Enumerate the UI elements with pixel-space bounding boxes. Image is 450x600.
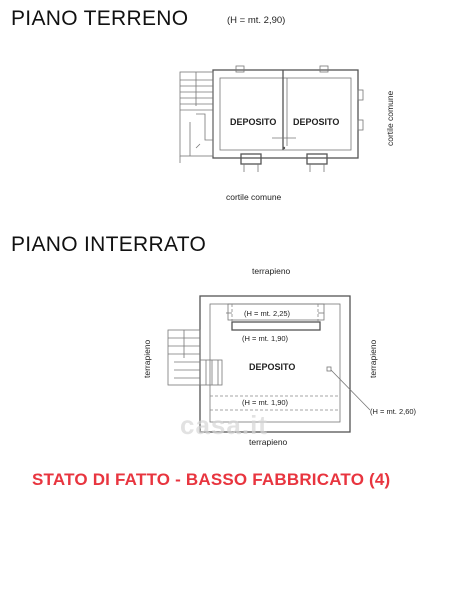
basement-height-mid: (H = mt. 1,90) xyxy=(242,334,289,343)
basement-beam xyxy=(231,321,321,331)
basement-label-right: terrapieno xyxy=(368,339,378,378)
ground-room-left: DEPOSITO xyxy=(230,117,277,127)
basement-label-left: terrapieno xyxy=(142,339,152,378)
basement-height-bottom: (H = mt. 1,90) xyxy=(242,398,289,407)
drawing-caption: STATO DI FATTO - BASSO FABBRICATO (4) xyxy=(32,470,391,489)
basement-label-bottom: terrapieno xyxy=(249,437,288,447)
ground-floor-height: (H = mt. 2,90) xyxy=(227,15,286,26)
ground-room-right: DEPOSITO xyxy=(293,117,340,127)
ground-door-right xyxy=(306,153,328,165)
basement-height-top: (H = mt. 2,25) xyxy=(244,309,291,318)
ground-floor-outline xyxy=(212,69,359,159)
ground-courtyard-bottom: cortile comune xyxy=(226,192,282,202)
ground-stair-area xyxy=(179,71,214,157)
watermark: casa.it xyxy=(180,410,268,440)
basement-height-side: (H = mt. 2,60) xyxy=(370,407,417,416)
basement-label-top: terrapieno xyxy=(252,266,291,276)
basement-title: PIANO INTERRATO xyxy=(11,233,207,256)
ground-floor-title: PIANO TERRENO xyxy=(11,7,189,30)
basement-room: DEPOSITO xyxy=(249,362,296,372)
ground-door-left xyxy=(240,153,262,165)
ground-courtyard-right: cortile comune xyxy=(385,90,395,146)
